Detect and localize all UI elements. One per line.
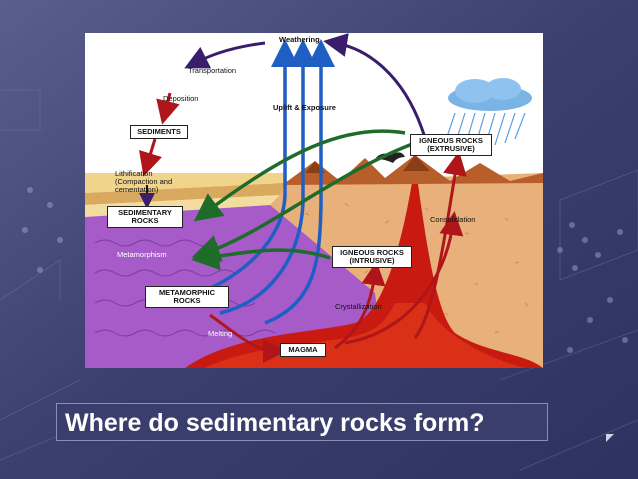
box-sedimentary-rocks: SEDIMENTARY ROCKS [107, 206, 183, 228]
magma-body [185, 163, 543, 368]
label-consolidation: Consolidation [430, 215, 476, 224]
label-deposition: Deposition [163, 94, 199, 103]
cycle-arrows-green [191, 129, 416, 271]
box-igneous-intrusive: IGNEOUS ROCKS (INTRUSIVE) [332, 246, 412, 268]
label-weathering: Weathering [279, 35, 320, 44]
label-transportation: Transportation [188, 66, 237, 75]
weathering-arrows [184, 33, 427, 139]
rock-cycle-illustration [85, 33, 543, 368]
label-uplift-exposure: Uplift & Exposure [273, 103, 336, 112]
corner-arrow-icon [606, 434, 614, 442]
label-melting: Melting [208, 329, 233, 338]
cycle-arrows-red [139, 92, 467, 363]
slide-question: Where do sedimentary rocks form? [56, 403, 548, 441]
label-lithification: Lithification (Compaction and cementatio… [115, 169, 173, 194]
label-crystallization: Crystallization [335, 302, 382, 311]
mountain-icon [285, 155, 543, 185]
background-dots [22, 187, 628, 353]
rain-cloud-icon [444, 78, 532, 148]
box-igneous-extrusive: IGNEOUS ROCKS (EXTRUSIVE) [410, 134, 492, 156]
rock-cycle-diagram: Weathering Transportation Deposition Upl… [85, 33, 543, 368]
box-metamorphic-rocks: METAMORPHIC ROCKS [145, 286, 229, 308]
label-metamorphism: Metamorphism [117, 250, 167, 259]
background-tiles [0, 89, 638, 471]
box-magma: MAGMA [280, 343, 326, 357]
box-sediments: SEDIMENTS [130, 125, 188, 139]
